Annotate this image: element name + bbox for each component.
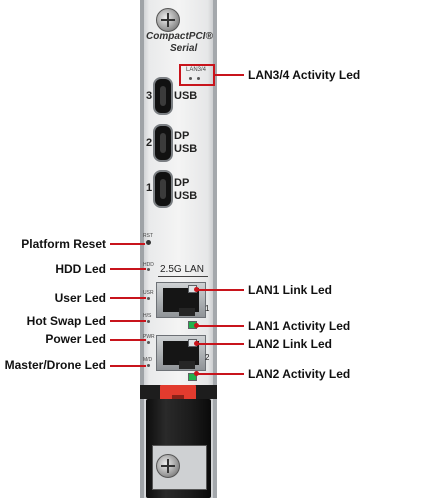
ejector-latch[interactable] [160,385,196,403]
lan34-highlight-box [179,64,215,86]
callout-lan34-activity: LAN3/4 Activity Led [248,68,361,82]
callout-line-lan1-link [197,289,244,291]
lan-port-1-number: 1 [205,304,210,313]
callout-lan2-link: LAN2 Link Led [248,337,333,351]
lan34-led-b [197,77,200,80]
callout-line-hot-swap [110,320,146,322]
callout-line-master-drone [110,365,146,367]
reset-button[interactable] [146,240,151,245]
usb-c-port-1[interactable] [153,170,173,208]
lan-header-rule [158,276,208,277]
callout-line-power [110,339,146,341]
callout-hdd-led: HDD Led [55,262,106,276]
callout-master-drone-led: Master/Drone Led [4,358,106,372]
panel-edge-left [140,0,144,498]
callout-dot-lan1-link [194,287,199,292]
usb-port-2-label-dp: DP [174,130,190,142]
hdd-label: HDD [143,262,154,268]
callout-line-user [110,297,146,299]
pwr-label: PWR [143,334,155,340]
master-drone-led [147,364,150,367]
lan2-activity-led [188,373,197,381]
callout-line-platform-reset [110,243,145,245]
brand-line2: Serial [170,43,198,54]
hdd-led [147,268,150,271]
usb-c-port-3[interactable] [153,77,173,115]
usb-port-1-label-dp: DP [174,177,190,189]
callout-hot-swap-led: Hot Swap Led [26,314,106,328]
usb-port-3-label: USB [174,90,198,102]
usb-port-2-number: 2 [145,137,153,149]
usb-c-port-2[interactable] [153,124,173,162]
bottom-screw-icon [156,454,180,478]
hot-swap-led [147,320,150,323]
usb-port-1-number: 1 [145,182,153,194]
rj45-port-2[interactable] [156,335,206,371]
callout-lan1-activity: LAN1 Activity Led [248,319,351,333]
lan-header: 2.5G LAN [160,264,204,275]
callout-line-lan2-activity [197,373,244,375]
brand-line1: CompactPCI® [146,31,213,42]
callout-dot-lan2-activity [194,371,199,376]
top-screw-icon [156,8,180,32]
callout-line-lan2-link [197,343,244,345]
lan-port-2-number: 2 [205,353,210,362]
rj45-port-1[interactable] [156,282,206,318]
callout-platform-reset: Platform Reset [21,237,106,251]
callout-lan2-activity: LAN2 Activity Led [248,367,351,381]
usb-port-1-label-usb: USB [174,190,198,202]
callout-power-led: Power Led [45,332,106,346]
callout-line-hdd [110,268,146,270]
callout-dot-lan2-link [194,341,199,346]
usb-port-3-number: 3 [145,90,153,102]
rst-label: RST [143,233,153,239]
callout-lan1-link: LAN1 Link Led [248,283,333,297]
usr-label: USR [143,290,154,296]
user-led [147,297,150,300]
callout-line-lan1-activity [197,325,244,327]
usb-port-2-label-usb: USB [174,143,198,155]
lan34-led-a [189,77,192,80]
md-label: M/D [143,357,153,363]
lan34-label: LAN3/4 [186,67,207,73]
power-led [147,341,150,344]
panel-edge-right [213,0,217,498]
hs-label: H/S [143,313,152,319]
callout-user-led: User Led [54,291,106,305]
callout-line-lan34 [215,74,244,76]
callout-dot-lan1-activity [194,323,199,328]
